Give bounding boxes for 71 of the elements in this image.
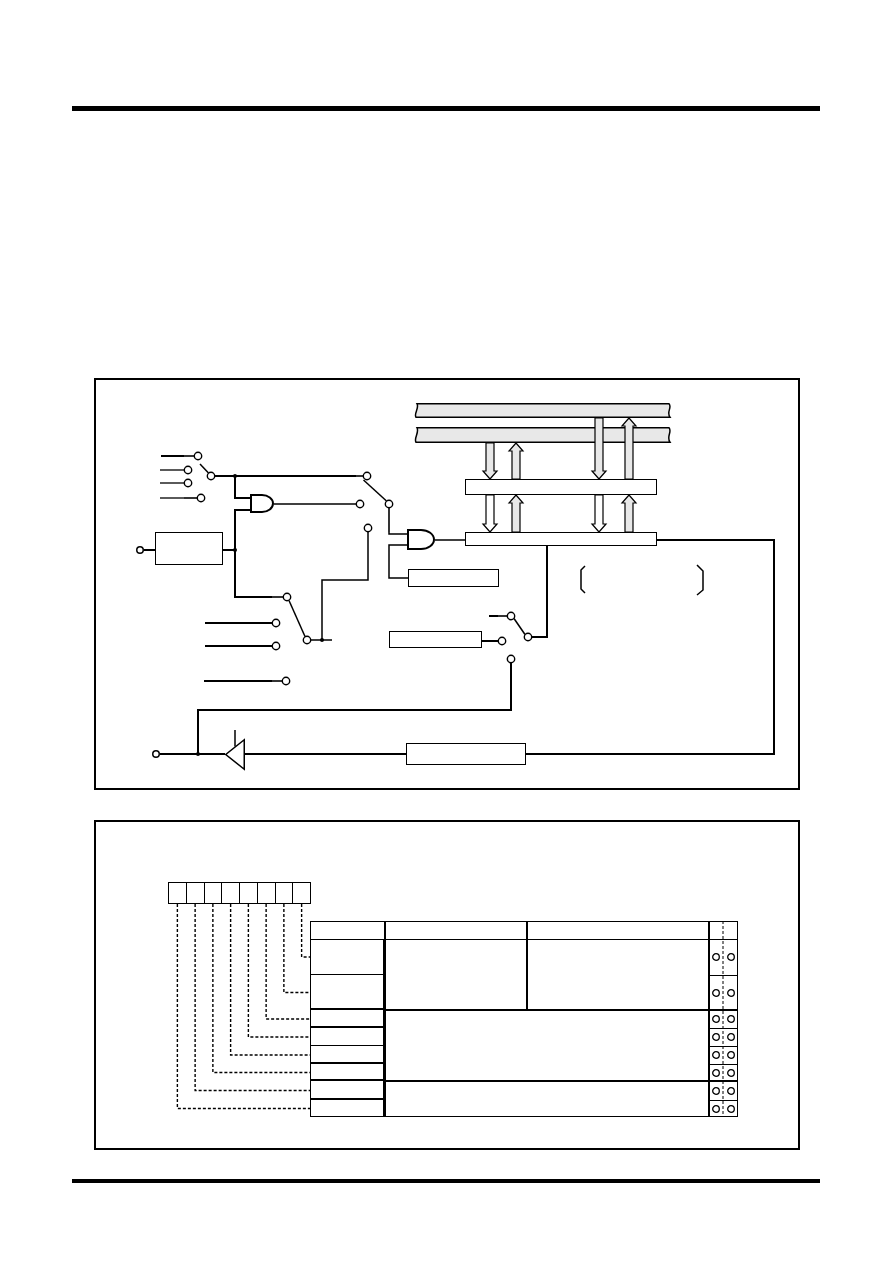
register-box bbox=[465, 532, 657, 546]
wire bbox=[273, 503, 357, 505]
circuit-block bbox=[406, 743, 526, 765]
figure-frame bbox=[94, 820, 800, 1150]
wire bbox=[244, 753, 407, 755]
and-gate-symbol bbox=[407, 529, 435, 550]
wire bbox=[531, 545, 548, 638]
switch-symbol bbox=[184, 452, 215, 502]
register-bit-cell bbox=[274, 882, 294, 904]
switch-symbol bbox=[356, 472, 393, 532]
register-bit-cell bbox=[239, 882, 258, 904]
leader-line bbox=[176, 903, 312, 1110]
wire bbox=[214, 475, 251, 499]
wire bbox=[525, 539, 775, 755]
table-row-header-cell bbox=[311, 1010, 385, 1028]
wire bbox=[143, 549, 156, 551]
wire bbox=[310, 531, 369, 641]
table-row-header-cell bbox=[311, 1028, 385, 1046]
bus-arrow bbox=[590, 494, 608, 533]
circuit-block bbox=[408, 569, 499, 587]
wire bbox=[159, 482, 185, 484]
register-bit-cell bbox=[185, 882, 205, 904]
bus-arrow bbox=[620, 417, 638, 480]
leader-line bbox=[194, 903, 312, 1092]
leader-line bbox=[283, 903, 312, 994]
table-row-header-cell bbox=[311, 1081, 385, 1100]
figure-frame bbox=[94, 378, 800, 790]
leader-line bbox=[265, 903, 312, 1020]
bus-bar bbox=[413, 403, 673, 418]
wire bbox=[159, 469, 185, 471]
register-bit-cell bbox=[203, 882, 223, 904]
bus-arrow bbox=[481, 494, 499, 533]
register-bit-cell bbox=[221, 882, 240, 904]
register-table bbox=[310, 921, 738, 1117]
and-gate-symbol bbox=[250, 494, 274, 513]
bus-arrow bbox=[620, 494, 638, 533]
table-row-header-cell bbox=[311, 939, 385, 975]
switch-symbol bbox=[498, 612, 532, 663]
bus-arrow bbox=[507, 442, 525, 480]
wire bbox=[222, 549, 273, 598]
circuit-block bbox=[155, 532, 223, 565]
wire bbox=[388, 544, 409, 579]
bus-arrow bbox=[507, 494, 525, 533]
leader-line bbox=[212, 903, 312, 1074]
leader-line bbox=[247, 903, 312, 1038]
table-row-header-cell bbox=[311, 1046, 385, 1064]
wire bbox=[160, 455, 185, 457]
terminal-circle bbox=[152, 750, 160, 758]
leader-line bbox=[300, 903, 312, 958]
bus-arrow bbox=[481, 442, 499, 480]
wire bbox=[388, 531, 408, 535]
switch-symbol bbox=[272, 593, 311, 685]
buffer-symbol bbox=[225, 739, 245, 770]
terminal-circle bbox=[136, 546, 144, 554]
register-bit-cell bbox=[168, 882, 187, 904]
register-bit-cell bbox=[292, 882, 311, 904]
wire bbox=[481, 640, 499, 642]
wire bbox=[488, 615, 499, 617]
leader-line bbox=[229, 903, 312, 1056]
wire bbox=[204, 645, 273, 647]
wire bbox=[159, 753, 226, 755]
bus-arrow bbox=[590, 417, 608, 480]
wire bbox=[434, 539, 466, 541]
register-bit-cell bbox=[256, 882, 276, 904]
table-row-header-cell bbox=[311, 975, 385, 1010]
wire bbox=[203, 680, 273, 682]
table-row-header-cell bbox=[311, 1064, 385, 1081]
circuit-block bbox=[389, 631, 482, 648]
wire bbox=[159, 497, 185, 499]
bus-bar bbox=[413, 427, 673, 443]
wire bbox=[204, 622, 273, 624]
